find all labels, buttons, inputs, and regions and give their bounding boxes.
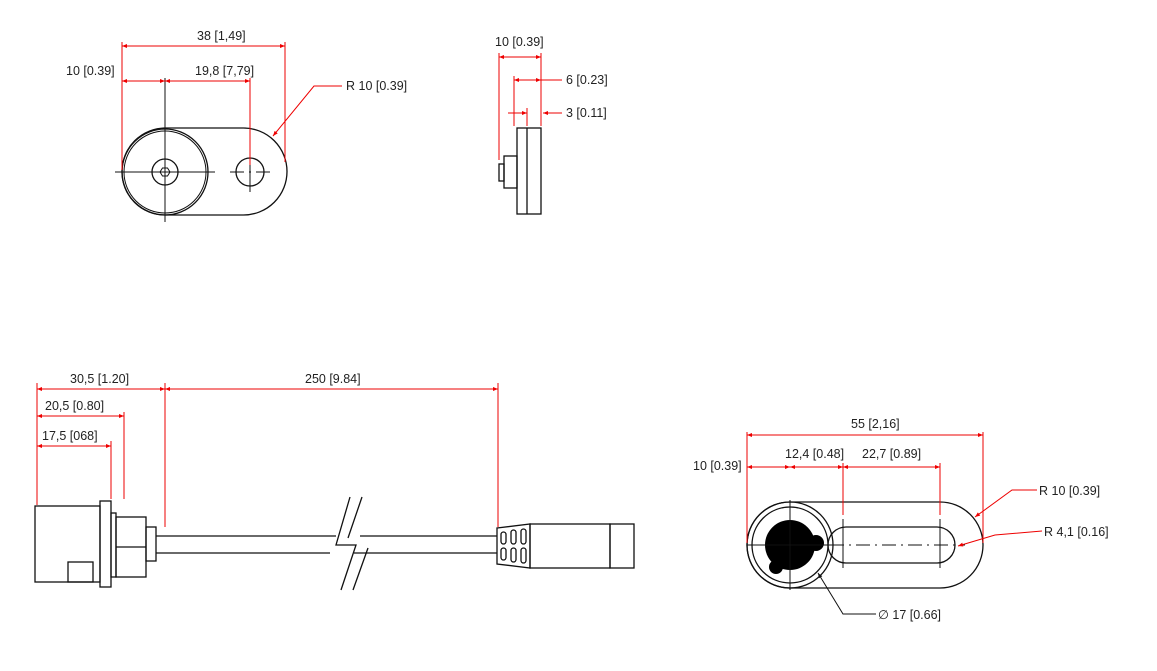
dim-hole-diameter: ∅ 17 [0.66] <box>878 608 941 622</box>
dim-overall-length: 55 [2,16] <box>851 417 900 431</box>
dim-slot-length: 22,7 [0.89] <box>862 447 921 461</box>
top-view: 38 [1,49] 10 [0.39] 19,8 [7,79] R 10 [0.… <box>66 29 407 222</box>
dim-body-thickness: 6 [0.23] <box>566 73 608 87</box>
dim-housing-length: 17,5 [068] <box>42 429 98 443</box>
flange <box>99 500 112 588</box>
screw-tip <box>498 163 505 182</box>
dim-overall-length: 38 [1,49] <box>197 29 246 43</box>
dim-end-offset: 10 [0.39] <box>693 459 742 473</box>
dim-end-radius: R 10 [0.39] <box>1039 484 1100 498</box>
nut <box>503 155 518 189</box>
dim-connector-length: 30,5 [1.20] <box>70 372 129 386</box>
dim-hole-spacing: 19,8 [7,79] <box>195 64 254 78</box>
plug-body <box>529 523 611 569</box>
dim-cable-length: 250 [9.84] <box>305 372 361 386</box>
break-symbol <box>335 496 357 591</box>
cable-view: 30,5 [1.20] 250 [9.84] 20,5 [0.80] 17,5 … <box>34 372 635 591</box>
body <box>516 127 542 215</box>
dim-total-thickness: 10 [0.39] <box>495 35 544 49</box>
plug-tip <box>609 523 635 569</box>
dim-flange-position: 20,5 [0.80] <box>45 399 104 413</box>
dim-slot-radius: R 4,1 [0.16] <box>1044 525 1109 539</box>
bracket-view: 55 [2,16] 10 [0.39] 12,4 [0.48] 22,7 [0.… <box>693 417 1109 622</box>
dim-end-offset: 10 [0.39] <box>66 64 115 78</box>
dim-plate-thickness: 3 [0.11] <box>566 106 607 120</box>
side-view: 10 [0.39] 6 [0.23] 3 [0.11] <box>495 35 608 215</box>
dim-slot-offset: 12,4 [0.48] <box>785 447 844 461</box>
dim-end-radius: R 10 [0.39] <box>346 79 407 93</box>
